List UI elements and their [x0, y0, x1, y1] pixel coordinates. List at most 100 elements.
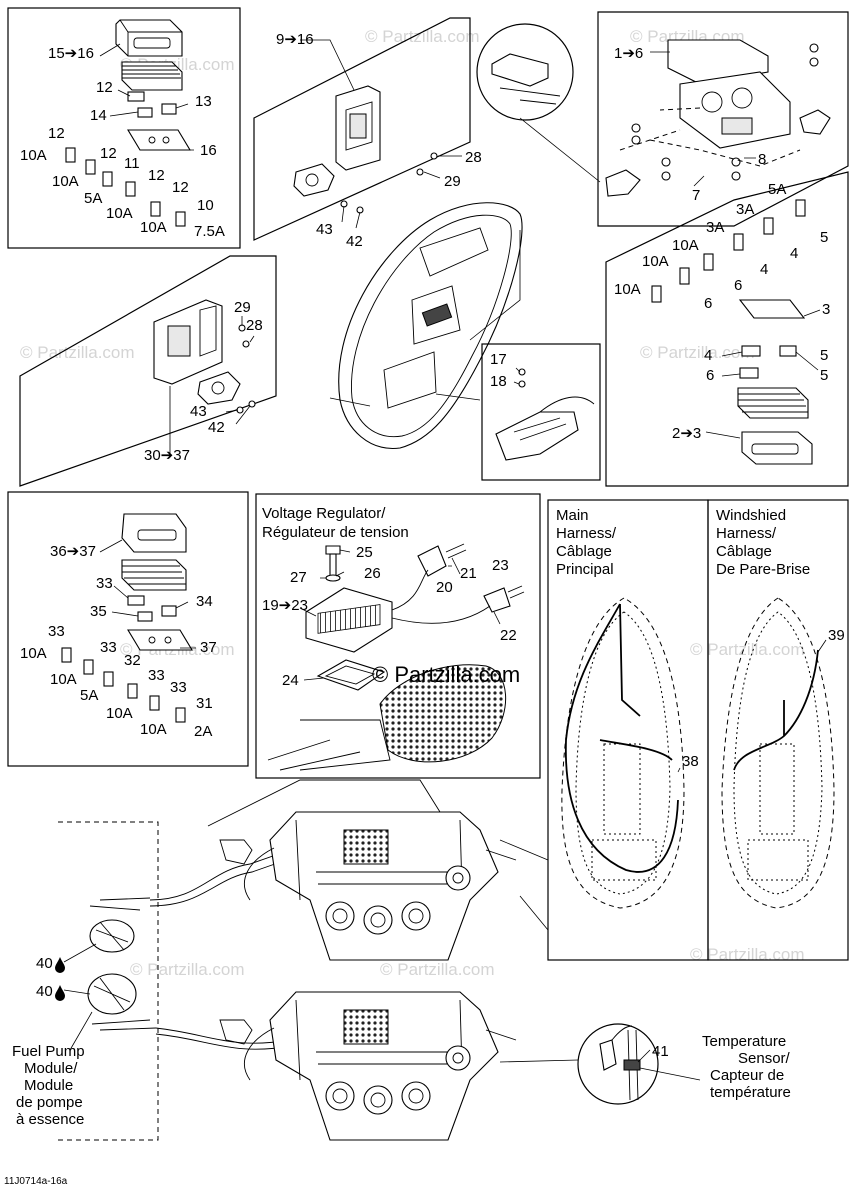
part-label: 9➔16 [276, 31, 314, 48]
section-title: Windshied [716, 507, 786, 524]
relay [293, 163, 335, 197]
fuse-icon [733, 233, 744, 251]
figure-reference: 11J0714a-16a [4, 1176, 68, 1187]
part-label: 10A [106, 205, 133, 222]
part-label: 6 [706, 367, 714, 384]
detail-magnifier [476, 23, 601, 183]
part-label: 5 [820, 229, 828, 246]
fuse-icon [103, 671, 114, 687]
fuel-pump-section: 40 40 Fuel Pump Module/ Module de pompe … [12, 821, 293, 1141]
part-label: 24 [282, 672, 299, 689]
part-label: 2➔3 [672, 425, 701, 442]
part-label: 21 [460, 565, 477, 582]
part-label: 18 [490, 373, 507, 390]
caption: à essence [16, 1111, 84, 1128]
temperature-sensor [599, 1039, 617, 1071]
fuse-plate [127, 129, 191, 151]
engine-upper [207, 779, 517, 961]
part-label: 11 [124, 155, 140, 172]
part-label: 8 [758, 151, 766, 168]
part-label: 25 [356, 544, 373, 561]
fuse-box-cover [121, 513, 187, 553]
caption: Temperature [702, 1033, 786, 1050]
part-label: 33 [96, 575, 113, 592]
section-title: Régulateur de tension [262, 524, 409, 541]
panel-frame [605, 171, 849, 487]
fuse-holder-part [137, 107, 153, 118]
watermark: © Partzilla.com [380, 960, 495, 979]
part-label: 40 [36, 983, 53, 1000]
wall-panel [253, 17, 471, 241]
caption: Fuel Pump [12, 1043, 85, 1060]
part-label: 29 [234, 299, 251, 316]
fuse-box-base [737, 387, 809, 419]
part-label: 20 [436, 579, 453, 596]
engine-block [269, 811, 499, 961]
part-label: 7 [692, 187, 700, 204]
dashed-frame [58, 821, 159, 1141]
knob [799, 109, 831, 135]
part-label: 28 [465, 149, 482, 166]
engine-lower [219, 991, 579, 1141]
part-label: 3A [736, 201, 754, 218]
part-label: 19➔23 [262, 597, 308, 614]
part-label: 33 [148, 667, 165, 684]
part-label: 42 [208, 419, 225, 436]
watermark: © Partzilla.com [690, 945, 805, 964]
hull-outline [561, 597, 685, 909]
section-title: Voltage Regulator/ [262, 505, 386, 522]
part-label: 6 [704, 295, 712, 312]
part-label: 41 [652, 1043, 669, 1060]
part-label: 27 [290, 569, 307, 586]
part-label: 5 [820, 367, 828, 384]
windshield-harness-panel: Windshied Harness/ Câblage De Pare-Brise… [707, 499, 849, 961]
main-harness-panel: Main Harness/ Câblage Principal 38 [547, 499, 709, 961]
fuse-icon [83, 659, 94, 675]
part-label: 10A [20, 645, 47, 662]
fuse-icon [61, 647, 72, 663]
part-label: 26 [364, 565, 381, 582]
fuse-icon [651, 285, 662, 303]
section-title: Câblage [716, 543, 772, 560]
part-label: 22 [500, 627, 517, 644]
fuse-box-cover [741, 431, 813, 465]
part-label: 10A [50, 671, 77, 688]
part-label: 10A [52, 173, 79, 190]
watermark-main: © Partzilla.com [372, 662, 520, 687]
knob [605, 169, 641, 197]
part-label: 6 [734, 277, 742, 294]
fuse-icon [150, 201, 161, 217]
part-label: 12 [48, 125, 65, 142]
watermark: © Partzilla.com [20, 343, 135, 362]
part-label: 10A [642, 253, 669, 270]
part-label: 12 [100, 145, 117, 162]
fuse-icon [149, 695, 160, 711]
fuse-icon [127, 683, 138, 699]
part-label: 31 [196, 695, 213, 712]
fuse-icon [763, 217, 774, 235]
part-label: 10A [20, 147, 47, 164]
fuse-icon [65, 147, 76, 163]
section-title: Principal [556, 561, 614, 578]
part-label: 37 [200, 639, 217, 656]
part-label: 3A [706, 219, 724, 236]
section-title: Harness/ [556, 525, 617, 542]
part-label: 12 [148, 167, 165, 184]
part-label: 5A [80, 687, 98, 704]
ground-block: 17 18 [481, 343, 601, 481]
part-label: 43 [316, 221, 333, 238]
part-label: 13 [195, 93, 212, 110]
caption: Module [24, 1077, 73, 1094]
gasket [316, 659, 386, 691]
watermark: © Partzilla.com [130, 960, 245, 979]
caption: Module/ [24, 1060, 78, 1077]
mount-left-middle: 29 28 43 42 30➔37 [19, 255, 277, 487]
detail-circle [577, 1023, 659, 1105]
fuse-icons [651, 199, 806, 303]
fuse-icon [175, 707, 186, 723]
fuel-drop-icon [55, 957, 65, 973]
part-label: 2A [194, 723, 212, 740]
detail-circle [476, 23, 574, 121]
part-label: 38 [682, 753, 699, 770]
hull-outline [338, 202, 523, 449]
